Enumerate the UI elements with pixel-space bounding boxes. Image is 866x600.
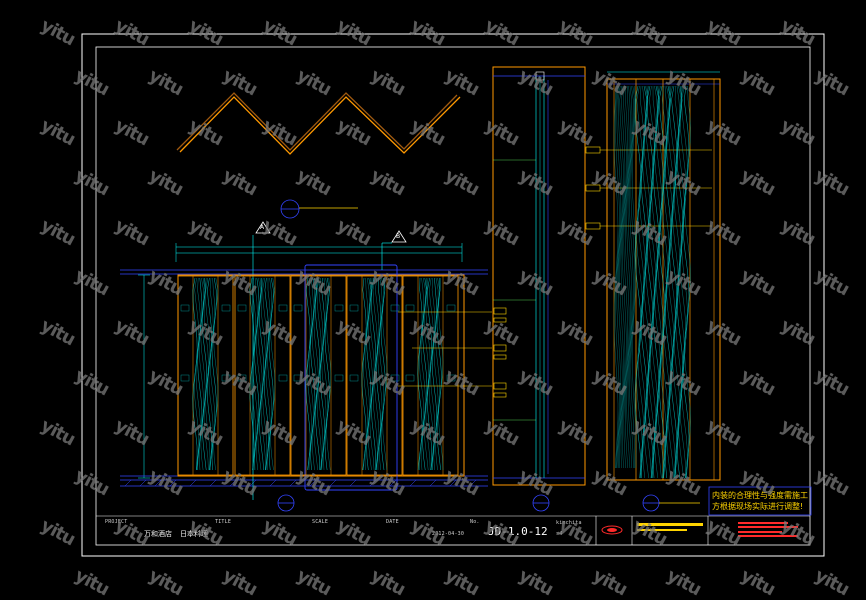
wood-panel	[402, 275, 459, 476]
scale-label: SCALE	[312, 519, 329, 525]
project-value: 万和酒店	[144, 530, 172, 538]
section-callout-top	[280, 199, 358, 219]
section-detail	[492, 66, 586, 486]
wood-panel	[177, 275, 234, 476]
wood-panels	[177, 275, 459, 476]
bottom-callouts	[277, 494, 700, 512]
project-label: PROJECT	[105, 519, 128, 525]
note-line-2: 方根据现场实际进行调整!	[712, 502, 804, 511]
construction-note: 内装的合理性与强度需施工 方根据现场实际进行调整!	[712, 490, 808, 512]
section-mark-b: B	[396, 233, 401, 240]
date-label: DATE	[386, 519, 399, 525]
title-value: 日本料理	[180, 530, 208, 538]
wood-panel	[346, 275, 403, 476]
sheet-code-2: s4	[556, 531, 563, 537]
section-a-triangle	[255, 221, 271, 234]
date-value: 2012-04-30	[432, 531, 465, 537]
section-mark-a: A	[260, 224, 265, 231]
sheet-code: kimchita	[556, 520, 582, 526]
title-block	[96, 515, 810, 545]
outer-frame	[81, 33, 825, 557]
title-label: TITLE	[215, 519, 232, 525]
wood-panel	[290, 275, 347, 476]
wood-panel	[234, 275, 291, 476]
no-label: No.	[470, 519, 480, 525]
right-wood-grain	[613, 85, 691, 479]
inner-frame	[95, 46, 811, 546]
company-logo	[601, 525, 623, 535]
note-line-1: 内装的合理性与强度需施工	[712, 491, 808, 500]
note-box	[708, 486, 812, 516]
floor-hatch	[124, 479, 477, 487]
dimension-lines	[138, 243, 463, 479]
elevation-callouts	[398, 307, 507, 398]
section-b-triangle	[391, 230, 407, 243]
zigzag-plan	[176, 92, 461, 155]
drawing-number: JD-1.0-12	[488, 525, 548, 538]
title-block-bars	[601, 522, 798, 537]
